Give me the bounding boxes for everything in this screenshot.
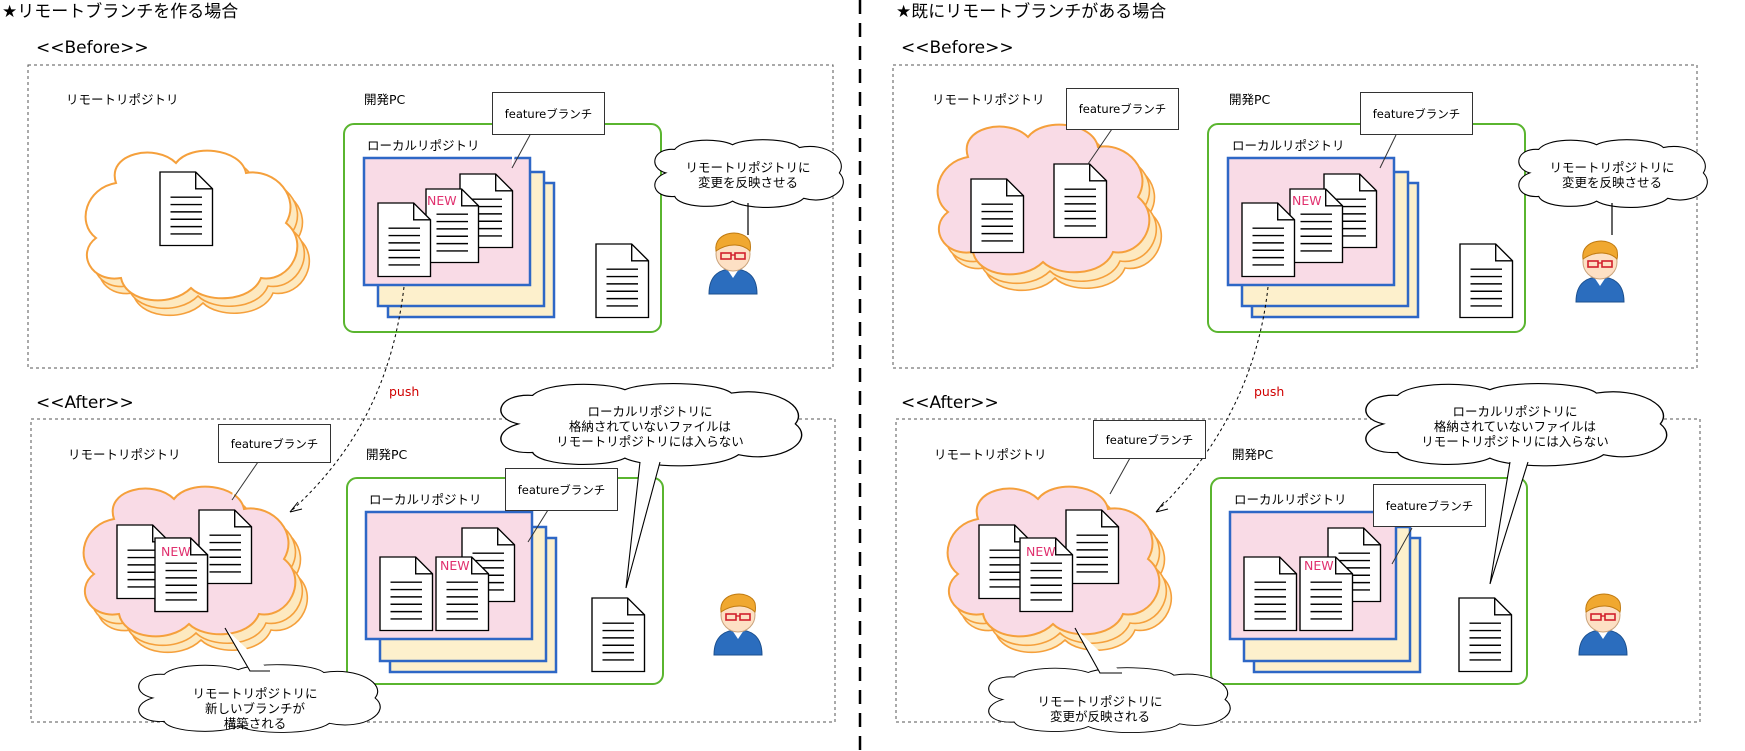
left-after-frame (30, 418, 836, 723)
right-before-local-label: ローカルリポジトリ (1232, 138, 1345, 153)
push-arrow (289, 286, 405, 513)
document-icon (1459, 243, 1514, 319)
document-icon (970, 178, 1025, 254)
left-before-remote-label: リモートリポジトリ (66, 92, 179, 107)
right-before-remote-branch-tag: featureブランチ (1066, 88, 1179, 130)
right-before-pc-label: 開発PC (1229, 92, 1271, 107)
right-after-top-bubble (1365, 382, 1668, 585)
document-icon (1241, 202, 1296, 278)
push-arrow (1155, 286, 1269, 513)
document-icon (1243, 556, 1298, 632)
right-after-remote-new-badge: NEW (1026, 544, 1056, 559)
developer-avatar (1575, 240, 1625, 303)
left-after-remote-branch-tag: featureブランチ (218, 424, 331, 463)
left-before-bubble-text: リモートリポジトリに変更を反映させる (685, 160, 811, 190)
left-after-bottom-bubble-text: リモートリポジトリに新しいブランチが構築される (192, 686, 318, 731)
right-after-local-new-badge: NEW (1304, 558, 1334, 573)
left-after-branch-tag: featureブランチ (505, 468, 618, 511)
right-after-bottom-bubble-text: リモートリポジトリに変更が反映される (1037, 694, 1163, 724)
developer-avatar (1578, 593, 1628, 656)
right-before-frame (892, 64, 1698, 369)
right-before-remote-label: リモートリポジトリ (932, 92, 1045, 107)
document-icon (1065, 509, 1120, 585)
right-after-remote-branch-tag: featureブランチ (1093, 420, 1206, 459)
document-icon (595, 243, 650, 319)
left-after-remote-new-badge: NEW (161, 544, 191, 559)
left-before-local-label: ローカルリポジトリ (367, 138, 480, 153)
left-after-local-label: ローカルリポジトリ (369, 492, 482, 507)
right-section-title: ★既にリモートブランチがある場合 (896, 2, 1167, 22)
right-after-heading: <<After>> (901, 393, 999, 413)
left-after-bottom-bubble (138, 627, 381, 734)
left-section-title: ★リモートブランチを作る場合 (2, 2, 239, 22)
left-after-heading: <<After>> (36, 393, 134, 413)
document-icon (1458, 597, 1513, 673)
developer-avatar (708, 232, 758, 295)
right-after-branch-tag: featureブランチ (1373, 484, 1486, 527)
left-after-local-new-badge: NEW (440, 558, 470, 573)
left-before-frame (27, 64, 834, 369)
left-after-remote-label: リモートリポジトリ (68, 447, 181, 462)
document-icon (379, 556, 434, 632)
left-before-new-badge: NEW (427, 193, 457, 208)
left-after-top-bubble-text: ローカルリポジトリに格納されていないファイルはリモートリポジトリには入らない (556, 404, 744, 449)
right-after-pc-label: 開発PC (1232, 447, 1274, 462)
left-before-branch-tag: featureブランチ (492, 92, 605, 135)
left-before-pc-label: 開発PC (364, 92, 406, 107)
right-after-remote-label: リモートリポジトリ (934, 447, 1047, 462)
left-before-heading: <<Before>> (36, 38, 149, 58)
right-after-frame (895, 418, 1701, 723)
left-push-label: push (389, 384, 420, 399)
document-icon (377, 202, 432, 278)
document-icon (591, 597, 646, 673)
document-icon (159, 171, 214, 247)
right-before-branch-tag: featureブランチ (1360, 92, 1473, 135)
right-before-bubble-text: リモートリポジトリに変更を反映させる (1549, 160, 1675, 190)
left-after-pc-label: 開発PC (366, 447, 408, 462)
left-before-bubble (654, 139, 844, 235)
right-after-bottom-bubble (988, 627, 1231, 734)
right-after-top-bubble-text: ローカルリポジトリに格納されていないファイルはリモートリポジトリには入らない (1421, 404, 1609, 449)
left-after-top-bubble (500, 382, 803, 589)
right-before-heading: <<Before>> (901, 38, 1014, 58)
document-icon (1053, 163, 1108, 239)
right-before-bubble (1518, 139, 1708, 235)
developer-avatar (713, 593, 763, 656)
right-push-label: push (1254, 384, 1285, 399)
right-after-local-label: ローカルリポジトリ (1234, 492, 1347, 507)
right-before-new-badge: NEW (1292, 193, 1322, 208)
